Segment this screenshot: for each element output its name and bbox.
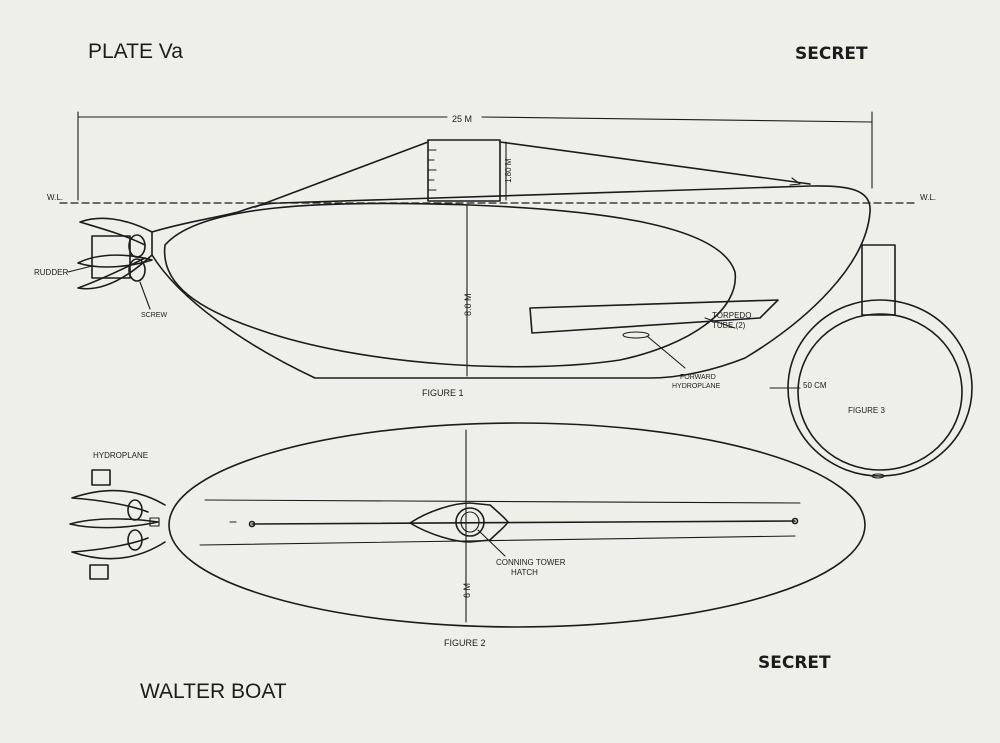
forward-hydroplane-label-2: HYDROPLANE [672, 383, 721, 390]
waterline-label-right: W.L. [920, 193, 936, 202]
stern-assembly-side [77, 217, 153, 290]
fairing-line-aft [254, 141, 429, 208]
hydroplane-upper [91, 469, 111, 486]
length-line-right [481, 116, 873, 123]
rudder-leader [67, 265, 93, 273]
hull-depth-label: 8.0 M [463, 293, 473, 316]
rudder-fin [77, 254, 153, 268]
tower-scale-ticks [427, 149, 437, 191]
conning-tower-leader [477, 529, 506, 557]
screw-lower [128, 258, 146, 282]
fairing-tick [789, 177, 801, 186]
secret-stamp-top: SECRET [795, 44, 868, 64]
beam-label: 6 M [462, 583, 472, 598]
tower-height-label: 1.80 M [504, 158, 513, 183]
plan-line-lower [199, 535, 796, 546]
figure-3-caption: FIGURE 3 [848, 406, 885, 415]
plan-hull-outline [168, 422, 866, 628]
screw-upper [128, 234, 146, 258]
cross-section-inner [797, 313, 963, 471]
hydroplane-label: HYDROPLANE [93, 451, 148, 460]
plan-rudder [69, 518, 159, 529]
hatch-inner [460, 511, 480, 533]
overall-length-label: 25 M [452, 114, 472, 124]
rudder-label: RUDDER [34, 268, 68, 277]
forward-hydroplane-leader [646, 335, 686, 369]
forward-hydroplane [622, 331, 650, 339]
hatch-icon [455, 507, 485, 537]
torpedo-tube [529, 299, 779, 334]
thickness-label: 50 CM [803, 381, 827, 390]
figure-2-caption: FIGURE 2 [444, 638, 486, 648]
cross-section-keel [871, 473, 885, 479]
torpedo-tube-label: TORPEDO [712, 311, 751, 320]
hydroplane-lower [89, 564, 109, 580]
secret-stamp-bottom: SECRET [758, 653, 831, 673]
plan-conning-tower [409, 502, 509, 543]
figure-1-side-view: 25 M W.L. W.L. 1.80 M 8.0 M TORPEDO TUBE [34, 111, 936, 398]
figure-2-plan-view: CONNING TOWER HATCH 6 M HYDROPLANE FIGUR… [69, 422, 866, 648]
fairing-line-forward [499, 141, 811, 185]
hatch-label: HATCH [511, 568, 538, 577]
forward-hydroplane-label: FORWARD [680, 374, 716, 381]
figure-1-caption: FIGURE 1 [422, 388, 464, 398]
screw-label: SCREW [141, 312, 167, 319]
plan-line-upper [204, 499, 801, 504]
outer-hull [151, 185, 871, 379]
conning-tower [427, 139, 501, 202]
waterline-label-left: W.L. [47, 193, 63, 202]
stern-assembly-plan [69, 469, 166, 580]
plate-label: PLATE Va [88, 40, 183, 63]
cross-section-tower [861, 244, 896, 316]
conning-tower-label: CONNING TOWER [496, 558, 566, 567]
plan-screw-lower [127, 529, 143, 551]
plan-centerline-end-aft [248, 520, 256, 528]
torpedo-leader [704, 317, 736, 329]
plan-centerline [251, 520, 796, 525]
screw-leader [139, 281, 151, 310]
pressure-hull [163, 202, 737, 368]
plan-centerline-end-fwd [791, 517, 799, 525]
figure-3-cross-section: 50 CM FIGURE 3 [769, 244, 973, 479]
diagram-title: WALTER BOAT [140, 680, 287, 703]
